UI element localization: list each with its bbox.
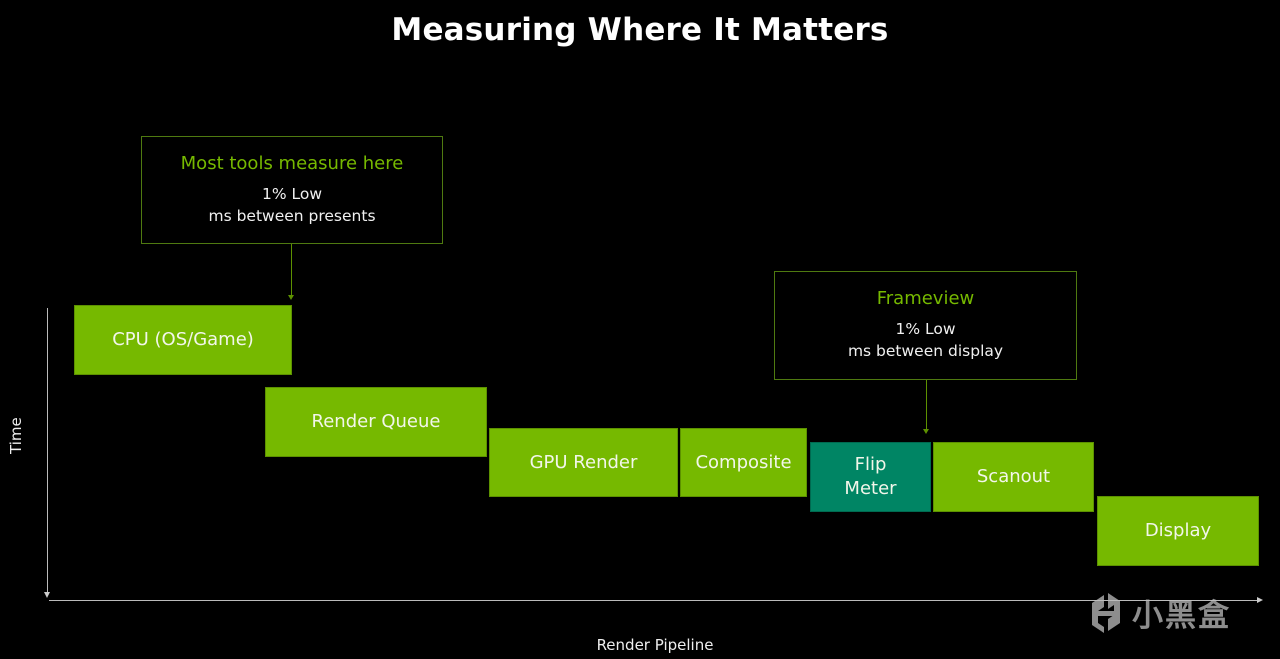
stage-gpu-render: GPU Render — [489, 428, 678, 497]
stage-scanout: Scanout — [933, 442, 1094, 512]
stage-label: GPU Render — [529, 451, 638, 473]
stage-label: Meter — [844, 478, 897, 499]
stage-label: CPU (OS/Game) — [112, 329, 254, 350]
y-axis-label: Time — [7, 417, 25, 454]
stage-label: Scanout — [976, 466, 1051, 487]
stage-label: Display — [1144, 520, 1212, 541]
callout-line: ms between display — [847, 342, 1004, 360]
callout-heading: Most tools measure here — [180, 153, 404, 174]
stage-label: Flip — [854, 454, 887, 475]
callout-heading: Frameview — [876, 288, 975, 309]
stage-flip-meter: Flip Meter — [810, 442, 931, 512]
x-axis-label: Render Pipeline — [596, 636, 714, 654]
callout-line: ms between presents — [208, 207, 376, 225]
stage-composite: Composite — [680, 428, 807, 497]
callout-arrow — [288, 244, 294, 300]
xiaoheihe-logo-icon — [1092, 592, 1120, 633]
stage-display: Display — [1097, 496, 1259, 566]
stage-render-queue: Render Queue — [265, 387, 487, 457]
callout-frameview: Frameview 1% Low ms between display — [774, 271, 1077, 380]
watermark: 小黑盒 — [1090, 590, 1231, 635]
callout-arrow — [923, 380, 929, 434]
callout-line: 1% Low — [895, 320, 956, 338]
page-title: Measuring Where It Matters — [391, 12, 889, 48]
y-axis-arrow — [44, 308, 50, 598]
stage-cpu: CPU (OS/Game) — [74, 305, 292, 375]
callout-line: 1% Low — [261, 185, 323, 203]
stage-label: Render Queue — [311, 411, 441, 432]
stage-label: Composite — [695, 451, 792, 473]
watermark-text: 小黑盒 — [1132, 598, 1231, 634]
callout-most-tools: Most tools measure here 1% Low ms betwee… — [141, 136, 443, 244]
x-axis-arrow — [49, 597, 1263, 603]
